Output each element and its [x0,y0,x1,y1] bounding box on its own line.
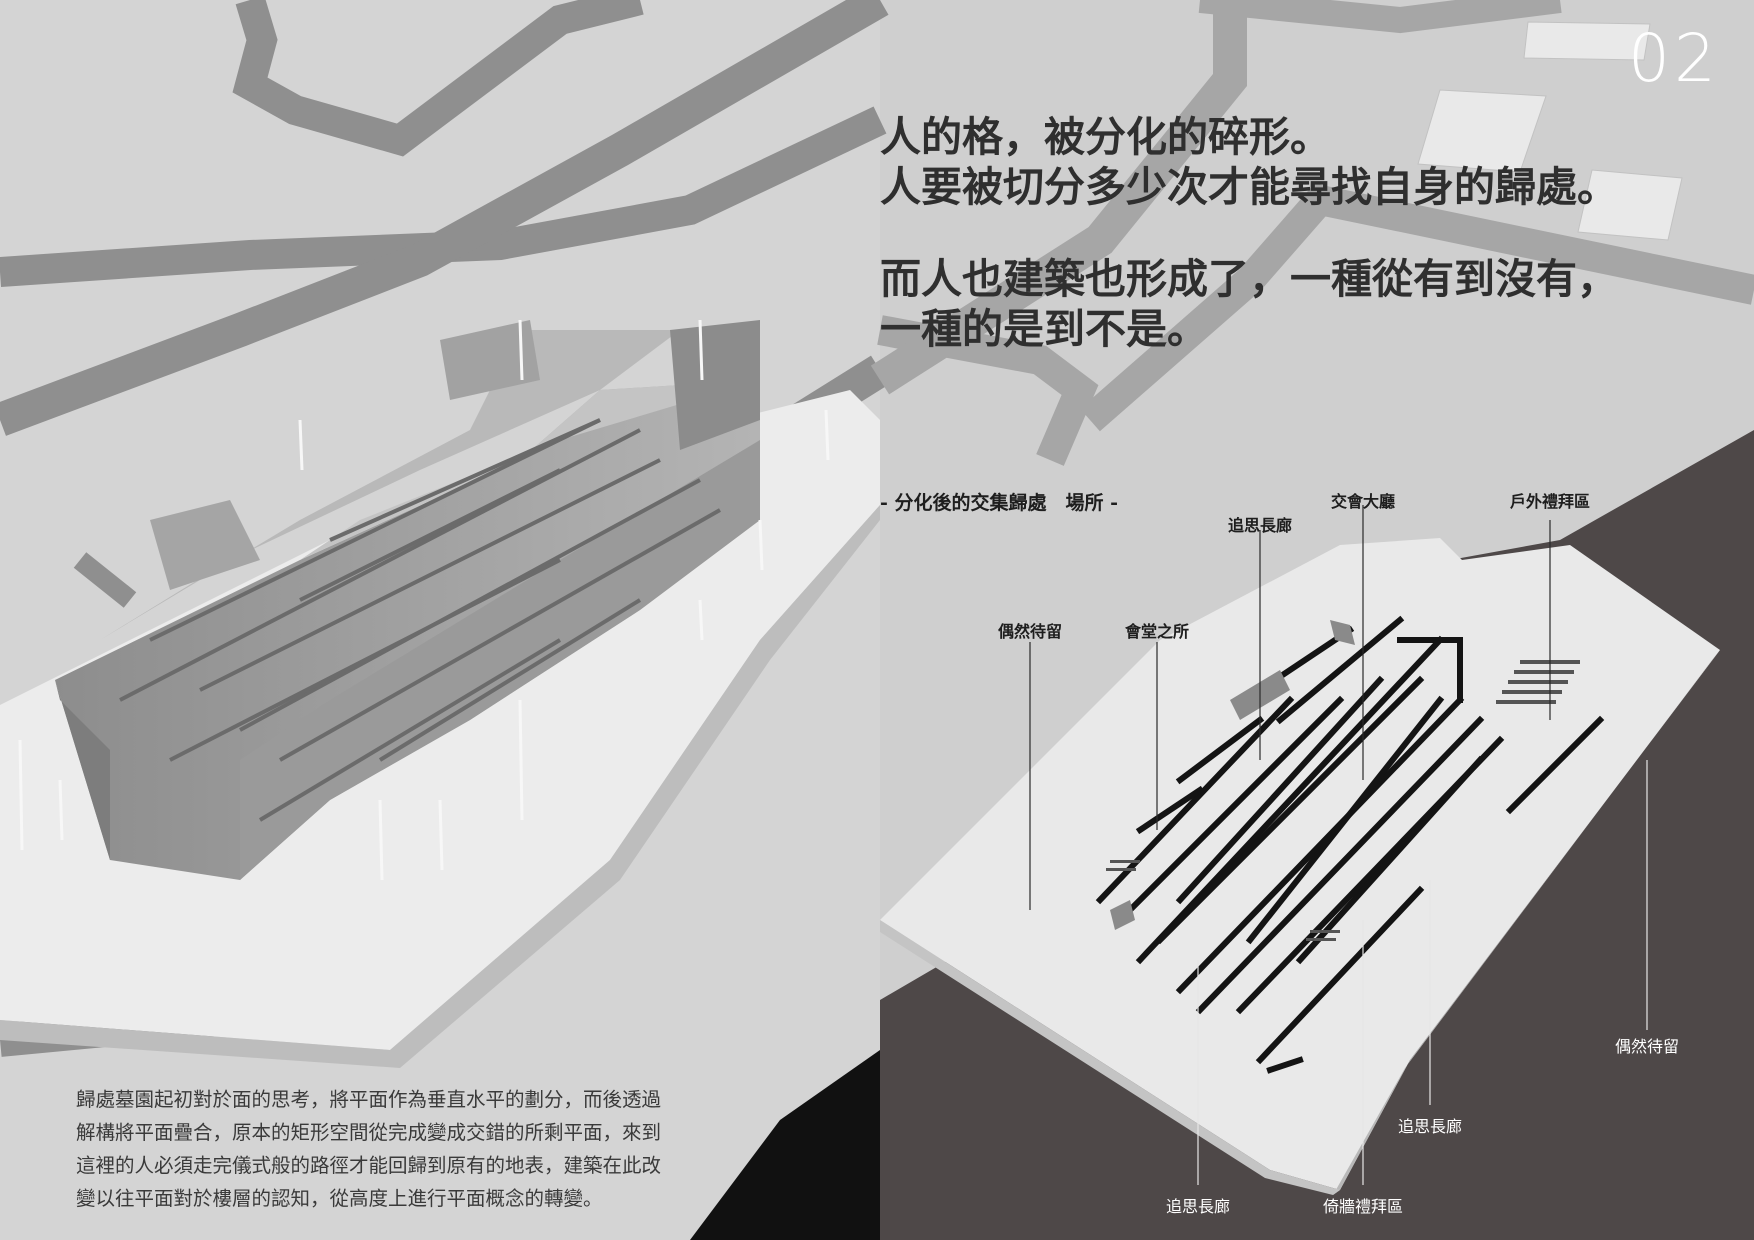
left-slits [119,418,721,822]
description-line-1: 歸處墓園起初對於面的思考，將平面作為垂直水平的劃分，而後透過 [76,1088,662,1111]
label-memorial-corridor-mid: 追思長廊 [1397,1117,1463,1136]
leader-lines [1029,505,1551,910]
poem-line-3: 而人也建築也形成了，一種從有到沒有， [880,255,1618,303]
leader-lines-light [1197,760,1648,1185]
right-walls [1095,615,1605,1074]
poem-line-2: 人要被切分多少次才能尋找自身的歸處。 [880,163,1618,211]
label-memorial-corridor-top: 追思長廊 [1227,516,1293,535]
label-memorial-corridor-bottom: 追思長廊 [1165,1197,1231,1216]
poem-text: 人的格，被分化的碎形。 人要被切分多少次才能尋找自身的歸處。 而人也建築也形成了… [880,112,1618,354]
page-number: 02 [1628,20,1720,97]
description-line-3: 這裡的人必須走完儀式般的路徑才能回歸到原有的地表，建築在此改 [76,1154,662,1177]
description-line-2: 解構將平面疊合，原本的矩形空間從完成變成交錯的所剩平面，來到 [76,1121,662,1144]
label-meeting-hall: 交會大廳 [1330,492,1396,511]
roads-right [870,0,1754,466]
poem-line-1: 人的格，被分化的碎形。 [880,113,1331,161]
left-concrete-mass [55,320,760,880]
dark-wedge [690,1050,880,1240]
label-chance-stay-right: 偶然待留 [1614,1037,1680,1056]
label-assembly-place: 會堂之所 [1124,622,1190,641]
left-poles [18,319,830,881]
poem-line-4: 一種的是到不是。 [880,305,1208,353]
label-chance-stay-left: 偶然待留 [997,622,1063,641]
description-text: 歸處墓園起初對於面的思考，將平面作為垂直水平的劃分，而後透過 解構將平面疊合，原… [76,1083,726,1215]
label-outdoor-worship: 戶外禮拜區 [1509,492,1591,511]
description-line-4: 變以往平面對於樓層的認知，從高度上進行平面概念的轉變。 [76,1187,603,1210]
context-blocks [1417,21,1683,241]
section-title: - 分化後的交集歸處 場所 - [880,492,1119,514]
label-wall-worship: 倚牆禮拜區 [1322,1197,1404,1216]
